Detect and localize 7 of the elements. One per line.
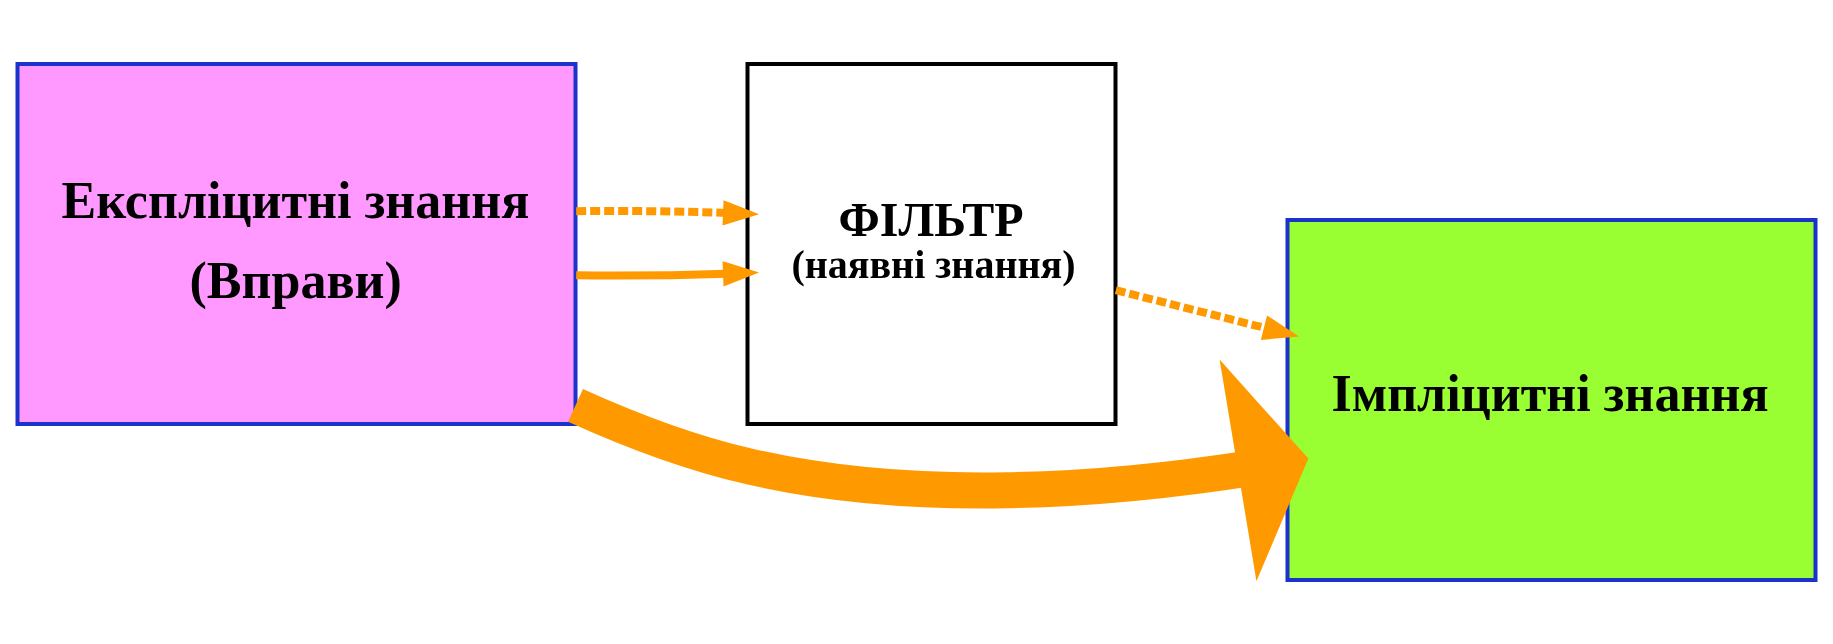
node-box: Експліцитні знання (Вправи) (15, 62, 578, 426)
node-box: Імпліцитні знання (1285, 218, 1818, 582)
arrow (1114, 286, 1299, 340)
arrow (568, 359, 1309, 582)
arrow (576, 200, 760, 226)
arrow (576, 261, 760, 287)
node-box: ФІЛЬТР (наявні знання) (745, 62, 1118, 426)
